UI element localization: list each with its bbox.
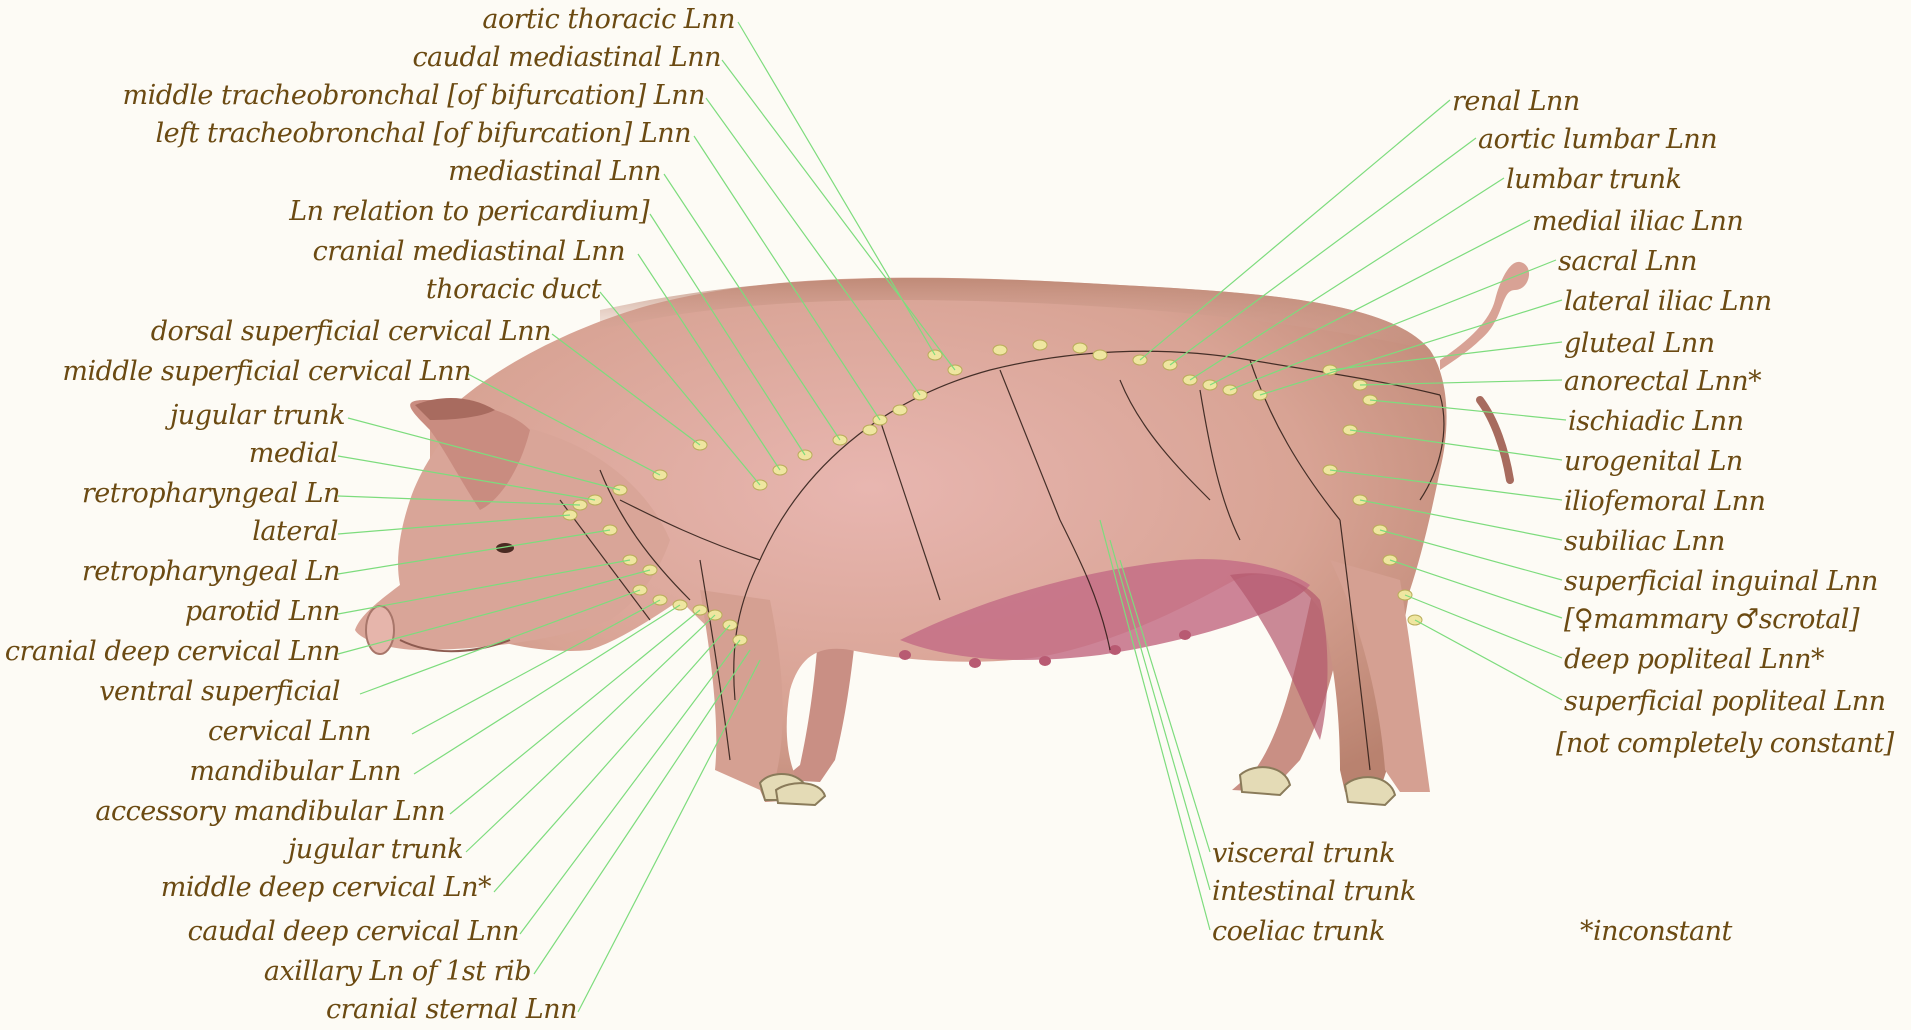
label-intestinal-trunk: intestinal trunk xyxy=(1212,876,1416,908)
leader-line xyxy=(1415,620,1562,700)
leader-line xyxy=(466,615,715,852)
label-mediastinal-lnn: mediastinal Lnn xyxy=(448,156,661,188)
label-axillary-ln-1st-rib: axillary Ln of 1st rib xyxy=(264,956,531,988)
label-ln-pericardium: Ln relation to pericardium] xyxy=(289,196,649,228)
label-cervical-lnn: cervical Lnn xyxy=(208,716,371,748)
lymph-node xyxy=(993,345,1007,355)
label-left-tracheobronchal-lnn: left tracheobronchal [of bifurcation] Ln… xyxy=(155,118,691,150)
label-aortic-lumbar-lnn: aortic lumbar Lnn xyxy=(1478,124,1717,156)
leader-line xyxy=(578,660,760,1012)
label-lateral: lateral xyxy=(252,516,338,548)
leader-line xyxy=(1390,560,1562,618)
label-cranial-deep-cervical-lnn: cranial deep cervical Lnn xyxy=(5,636,340,668)
label-caudal-deep-cervical-lnn: caudal deep cervical Lnn xyxy=(188,916,519,948)
label-ischiadic-lnn: ischiadic Lnn xyxy=(1568,406,1744,438)
label-ventral-superficial: ventral superficial xyxy=(99,676,340,708)
tail xyxy=(1440,262,1529,370)
footnote-inconstant: *inconstant xyxy=(1580,916,1732,948)
label-gluteal-lnn: gluteal Lnn xyxy=(1564,328,1715,360)
label-mandibular-lnn: mandibular Lnn xyxy=(189,756,401,788)
lymph-node xyxy=(893,405,907,415)
hooves xyxy=(760,767,1395,805)
label-middle-deep-cervical-ln: middle deep cervical Ln* xyxy=(161,872,491,904)
label-retropharyngeal-ln-1: retropharyngeal Ln xyxy=(82,478,340,510)
label-lateral-iliac-lnn: lateral iliac Lnn xyxy=(1564,286,1772,318)
label-accessory-mandibular-lnn: accessory mandibular Lnn xyxy=(95,796,445,828)
label-anorectal-lnn: anorectal Lnn* xyxy=(1564,366,1761,398)
leader-line xyxy=(494,625,730,892)
lymph-node xyxy=(1033,340,1047,350)
label-parotid-lnn: parotid Lnn xyxy=(185,596,340,628)
lymph-node xyxy=(1073,343,1087,353)
label-medial-iliac-lnn: medial iliac Lnn xyxy=(1532,206,1743,238)
label-aortic-thoracic-lnn: aortic thoracic Lnn xyxy=(482,4,735,36)
label-iliofemoral-lnn: iliofemoral Lnn xyxy=(1564,486,1765,518)
label-superficial-popliteal-lnn: superficial popliteal Lnn xyxy=(1564,686,1886,718)
snout xyxy=(366,606,394,654)
label-middle-tracheobronchal-lnn: middle tracheobronchal [of bifurcation] … xyxy=(122,80,705,112)
leader-line xyxy=(1405,595,1562,658)
leader-line xyxy=(520,640,740,934)
label-thoracic-duct: thoracic duct xyxy=(426,274,601,306)
label-renal-lnn: renal Lnn xyxy=(1452,86,1580,118)
label-subiliac-lnn: subiliac Lnn xyxy=(1564,526,1725,558)
label-medial: medial xyxy=(249,438,338,470)
label-retropharyngeal-ln-2: retropharyngeal Ln xyxy=(82,556,340,588)
label-caudal-mediastinal-lnn: caudal mediastinal Lnn xyxy=(412,42,721,74)
label-mammary-scrotal: [♀mammary ♂scrotal] xyxy=(1564,604,1859,636)
leader-line xyxy=(534,650,750,974)
label-jugular-trunk-upper: jugular trunk xyxy=(170,400,345,432)
label-coeliac-trunk: coeliac trunk xyxy=(1212,916,1385,948)
label-dorsal-superficial-cervical-lnn: dorsal superficial cervical Lnn xyxy=(151,316,551,348)
label-urogenital-ln: urogenital Ln xyxy=(1564,446,1743,478)
label-not-completely-constant: [not completely constant] xyxy=(1556,728,1894,760)
label-visceral-trunk: visceral trunk xyxy=(1212,838,1395,870)
label-lumbar-trunk: lumbar trunk xyxy=(1506,164,1681,196)
lymph-node xyxy=(863,425,877,435)
lymph-node xyxy=(1093,350,1107,360)
label-cranial-sternal-lnn: cranial sternal Lnn xyxy=(326,994,577,1026)
label-deep-popliteal-lnn: deep popliteal Lnn* xyxy=(1564,644,1824,676)
label-jugular-trunk-lower: jugular trunk xyxy=(288,834,463,866)
label-sacral-lnn: sacral Lnn xyxy=(1558,246,1697,278)
label-middle-superficial-cervical-lnn: middle superficial cervical Lnn xyxy=(62,356,471,388)
label-cranial-mediastinal-lnn: cranial mediastinal Lnn xyxy=(313,236,625,268)
label-superficial-inguinal-lnn: superficial inguinal Lnn xyxy=(1564,566,1878,598)
